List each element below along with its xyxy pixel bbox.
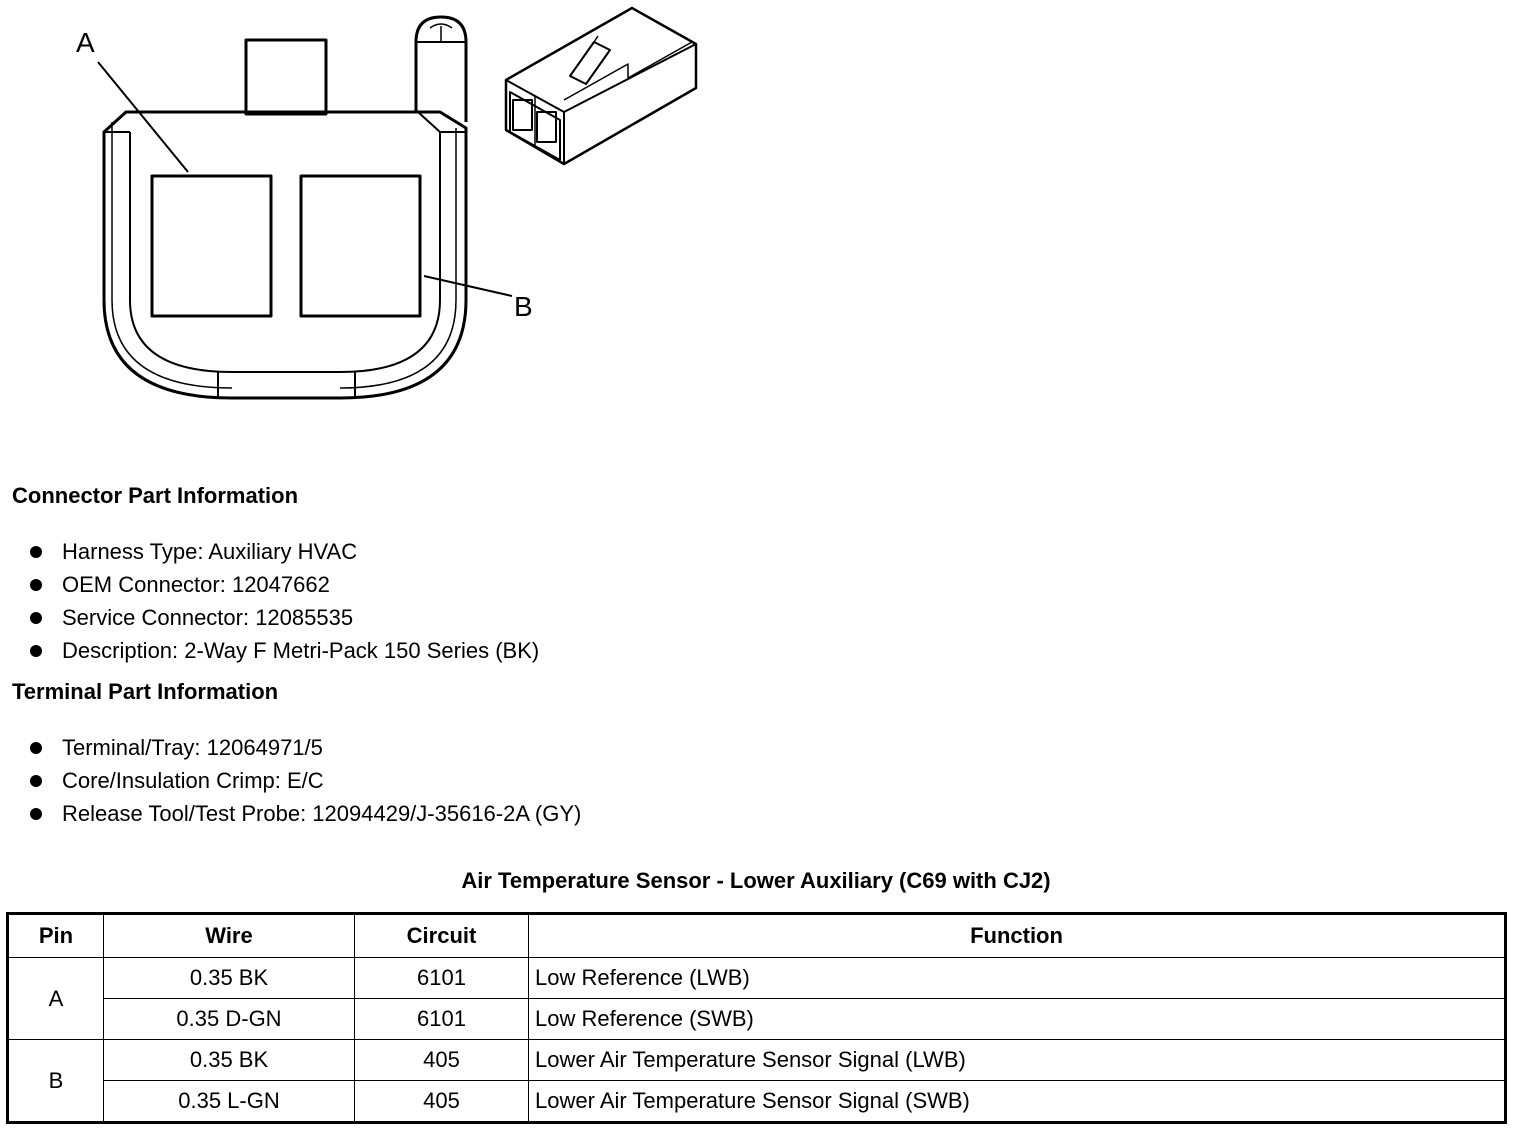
bullet-icon: [30, 808, 42, 820]
list-item: Harness Type: Auxiliary HVAC: [0, 535, 539, 568]
pinout-table: Pin Wire Circuit Function A 0.35 BK 6101…: [6, 912, 1507, 1124]
connector-part-info-list: Harness Type: Auxiliary HVAC OEM Connect…: [0, 535, 539, 667]
wire-cell: 0.35 BK: [103, 1039, 355, 1081]
bullet-icon: [30, 546, 42, 558]
connector-iso-view: [504, 6, 698, 166]
table-row: A 0.35 BK 6101 Low Reference (LWB): [7, 957, 1506, 1040]
circuit-cell: 405: [354, 1039, 529, 1081]
table-title: Air Temperature Sensor - Lower Auxiliary…: [461, 868, 1051, 893]
list-item: Release Tool/Test Probe: 12094429/J-3561…: [0, 797, 581, 830]
list-item: OEM Connector: 12047662: [0, 568, 539, 601]
bullet-icon: [30, 645, 42, 657]
bullet-icon: [30, 775, 42, 787]
function-cell: Low Reference (LWB): [528, 957, 1506, 999]
bullet-icon: [30, 742, 42, 754]
function-cell: Low Reference (SWB): [528, 998, 1506, 1040]
connector-latch: [414, 15, 468, 122]
wire-cell: 0.35 BK: [103, 957, 355, 999]
list-item: Core/Insulation Crimp: E/C: [0, 764, 581, 797]
connector-body-outline: [102, 110, 468, 400]
list-item: Description: 2-Way F Metri-Pack 150 Seri…: [0, 634, 539, 667]
bullet-icon: [30, 612, 42, 624]
connector-face-view: [97, 15, 513, 400]
table-row: 0.35 D-GN 6101 Low Reference (SWB): [8, 998, 1506, 1040]
header-function: Function: [528, 913, 1506, 958]
terminal-part-info-list: Terminal/Tray: 12064971/5 Core/Insulatio…: [0, 731, 581, 830]
connector-diagram: A B: [76, 6, 698, 400]
terminal-part-info-heading: Terminal Part Information: [12, 679, 279, 704]
cavity-label-b: B: [514, 291, 533, 322]
circuit-cell: 405: [354, 1080, 529, 1123]
terminal-cavity-a: [150, 174, 273, 318]
connector-part-info-heading: Connector Part Information: [12, 483, 299, 508]
cavity-label-a: A: [76, 27, 95, 58]
bullet-icon: [30, 579, 42, 591]
circuit-cell: 6101: [354, 998, 529, 1040]
table-row: 0.35 L-GN 405 Lower Air Temperature Sens…: [8, 1080, 1506, 1123]
leader-line-b: [423, 275, 513, 297]
table-row: B 0.35 BK 405 Lower Air Temperature Sens…: [7, 1039, 1506, 1123]
circuit-cell: 6101: [354, 957, 529, 999]
header-pin: Pin: [7, 913, 104, 958]
header-wire: Wire: [103, 913, 355, 958]
connector-top-tab: [244, 38, 328, 116]
function-cell: Lower Air Temperature Sensor Signal (SWB…: [528, 1080, 1506, 1123]
leader-line-a: [97, 61, 189, 173]
wire-cell: 0.35 L-GN: [103, 1080, 355, 1123]
list-item: Service Connector: 12085535: [0, 601, 539, 634]
wire-cell: 0.35 D-GN: [103, 998, 355, 1040]
function-cell: Lower Air Temperature Sensor Signal (LWB…: [528, 1039, 1506, 1081]
terminal-cavity-b: [299, 174, 422, 318]
pin-cell: A: [7, 957, 104, 1040]
pin-cell: B: [7, 1039, 104, 1123]
table-header-row: Pin Wire Circuit Function: [7, 913, 1506, 958]
header-circuit: Circuit: [354, 913, 529, 958]
connector-body-inner: [129, 111, 441, 373]
list-item: Terminal/Tray: 12064971/5: [0, 731, 581, 764]
